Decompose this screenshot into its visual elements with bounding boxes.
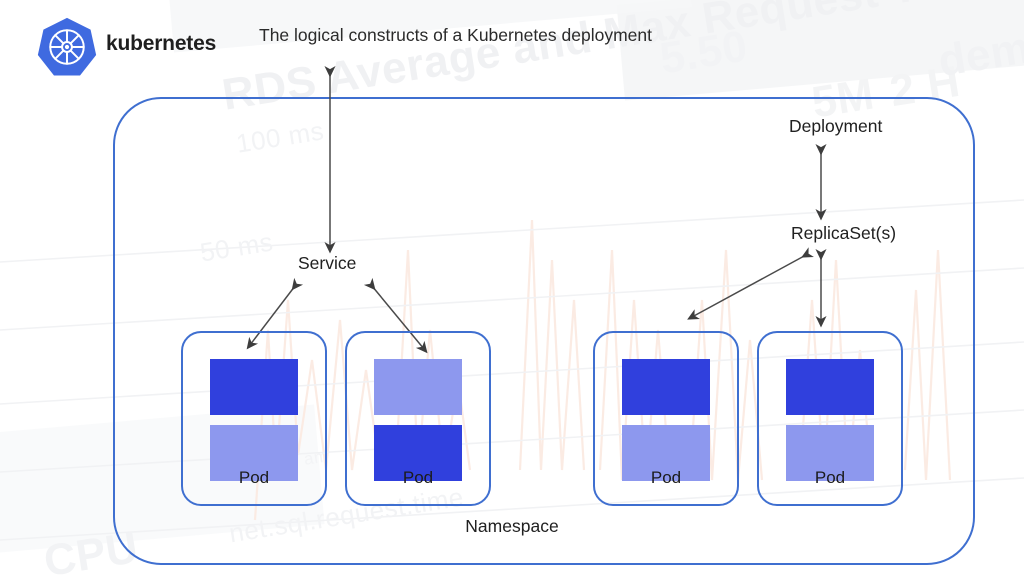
pod-label: Pod [238,468,270,487]
pod-container-bar [622,425,710,481]
node-label-service: Service [298,253,357,273]
pod-box: Pod [757,331,903,506]
node-label-deployment: Deployment [789,116,883,136]
pod-container-bar [210,359,298,415]
watermark-text: 5.50 [656,21,751,84]
watermark-text: demo2 [934,15,1024,86]
pod-label: Pod [814,468,846,487]
page-title: The logical constructs of a Kubernetes d… [259,25,652,45]
namespace-label: Namespace [465,516,559,536]
pod-label: Pod [650,468,682,487]
watermark-panel [616,0,1024,101]
node-label-replicaset: ReplicaSet(s) [791,223,897,243]
pod-box: Pod [593,331,739,506]
pod-label: Pod [402,468,434,487]
namespace-container [113,97,975,565]
pod-container-bar [374,359,462,415]
brand-name: kubernetes [106,32,217,55]
pod-container-bar [786,359,874,415]
kubernetes-logo-icon [36,16,98,78]
pod-box: Pod [181,331,327,506]
pod-container-bar [622,359,710,415]
pod-box: Pod [345,331,491,506]
pod-container-bar [210,425,298,481]
pod-container-bar [786,425,874,481]
pod-container-bar [374,425,462,481]
